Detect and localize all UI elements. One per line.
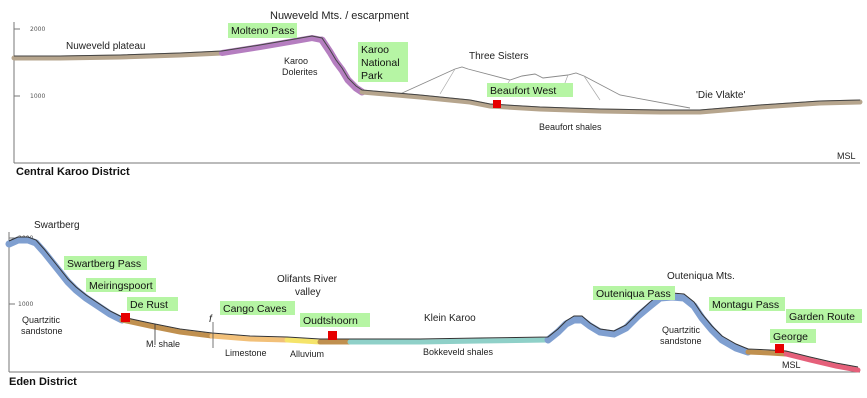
tag-cango-caves-text: Cango Caves — [223, 303, 287, 315]
tag-karoo-np-line3: Park — [361, 70, 383, 82]
label-outeniqua-mts: Outeniqua Mts. — [667, 271, 735, 282]
bottom-tick-label-lower: 1000 — [18, 301, 33, 308]
de-rust-marker — [121, 313, 130, 322]
tag-garden-route: Garden Route — [786, 309, 862, 323]
bokkeveld-shales-band — [347, 337, 551, 345]
top-tick-label-upper: 2000 — [30, 26, 45, 33]
oudtshoorn-marker — [328, 331, 337, 340]
district-title-eden: Eden District — [9, 376, 77, 388]
label-quartzitic-right-1: Quartzitic — [662, 325, 701, 335]
molteno-pass-band — [219, 34, 325, 56]
george-marker — [775, 344, 784, 353]
george-shale-band — [745, 349, 789, 357]
tag-beaufort-west-text: Beaufort West — [490, 85, 556, 97]
beaufort-shales-band — [359, 89, 863, 115]
swartberg-quartzite-band — [5, 236, 126, 324]
label-karoo-dolerites-2: Dolerites — [282, 67, 318, 77]
label-limestone: Limestone — [225, 348, 267, 358]
tag-george-text: George — [773, 331, 808, 343]
label-klein-karoo: Klein Karoo — [424, 313, 476, 324]
district-title-central-karoo: Central Karoo District — [16, 166, 130, 178]
limestone-band — [209, 333, 290, 343]
tag-swartberg-pass-text: Swartberg Pass — [67, 258, 141, 270]
central-karoo-panel: 2000 1000 Molteno Pass Karoo National Pa… — [11, 10, 863, 178]
label-karoo-dolerites-1: Karoo — [284, 56, 308, 66]
tag-de-rust: De Rust — [127, 297, 178, 311]
label-three-sisters: Three Sisters — [469, 51, 528, 62]
label-bottom-msl: MSL — [782, 360, 801, 370]
tag-swartberg-pass: Swartberg Pass — [64, 256, 147, 270]
tag-garden-route-text: Garden Route — [789, 311, 855, 323]
tag-molteno-pass: Molteno Pass — [228, 23, 297, 38]
label-alluvium: Alluvium — [290, 349, 324, 359]
beaufort-west-marker — [493, 100, 501, 108]
tag-oudtshoorn: Oudtshoorn — [300, 313, 370, 327]
eden-panel: 2000 1000 f Swartberg Pass — [5, 220, 862, 388]
tag-oudtshoorn-text: Oudtshoorn — [303, 315, 358, 327]
tag-outeniqua-pass-text: Outeniqua Pass — [596, 288, 671, 300]
fault-mark: f — [209, 314, 213, 325]
coastal-band — [783, 351, 861, 373]
label-quartzitic-right-2: sandstone — [660, 336, 702, 346]
tag-karoo-national-park: Karoo National Park — [358, 42, 408, 82]
label-swartberg: Swartberg — [34, 220, 80, 231]
label-m-shale: M. shale — [146, 339, 180, 349]
top-tick-label-lower: 1000 — [30, 93, 45, 100]
tag-george: George — [770, 329, 816, 343]
label-beaufort-shales: Beaufort shales — [539, 122, 602, 132]
label-quartzitic-left-2: sandstone — [21, 326, 63, 336]
label-nuweveld-plateau: Nuweveld plateau — [66, 41, 146, 52]
top-profile-line — [14, 35, 861, 111]
tag-meiringspoort: Meiringspoort — [86, 278, 156, 292]
tag-outeniqua-pass: Outeniqua Pass — [593, 286, 675, 300]
escarpment-face-band — [318, 36, 366, 96]
label-quartzitic-left-1: Quartzitic — [22, 315, 61, 325]
nuweveld-plateau-band — [11, 50, 225, 61]
label-top-msl: MSL — [837, 151, 856, 161]
label-olifants-2: valley — [295, 287, 321, 298]
tag-karoo-np-line2: National — [361, 57, 400, 69]
tag-meiringspoort-text: Meiringspoort — [89, 280, 153, 292]
label-die-vlakte: 'Die Vlakte' — [696, 90, 745, 101]
tag-beaufort-west: Beaufort West — [487, 83, 573, 97]
label-bokkeveld-shales: Bokkeveld shales — [423, 347, 494, 357]
tag-molteno-pass-text: Molteno Pass — [231, 25, 295, 37]
label-nuweveld-mts: Nuweveld Mts. / escarpment — [270, 10, 409, 22]
label-olifants-1: Olifants River — [277, 274, 338, 285]
outeniqua-quartzite-band — [544, 293, 752, 356]
tag-montagu-pass: Montagu Pass — [709, 297, 785, 311]
tag-montagu-pass-text: Montagu Pass — [712, 299, 779, 311]
alluvium-band — [284, 337, 323, 345]
tag-karoo-np-line1: Karoo — [361, 44, 389, 56]
m-shale-band — [119, 317, 215, 339]
bottom-profile-line — [8, 236, 859, 368]
tag-de-rust-text: De Rust — [130, 299, 168, 311]
tag-cango-caves: Cango Caves — [220, 301, 295, 315]
